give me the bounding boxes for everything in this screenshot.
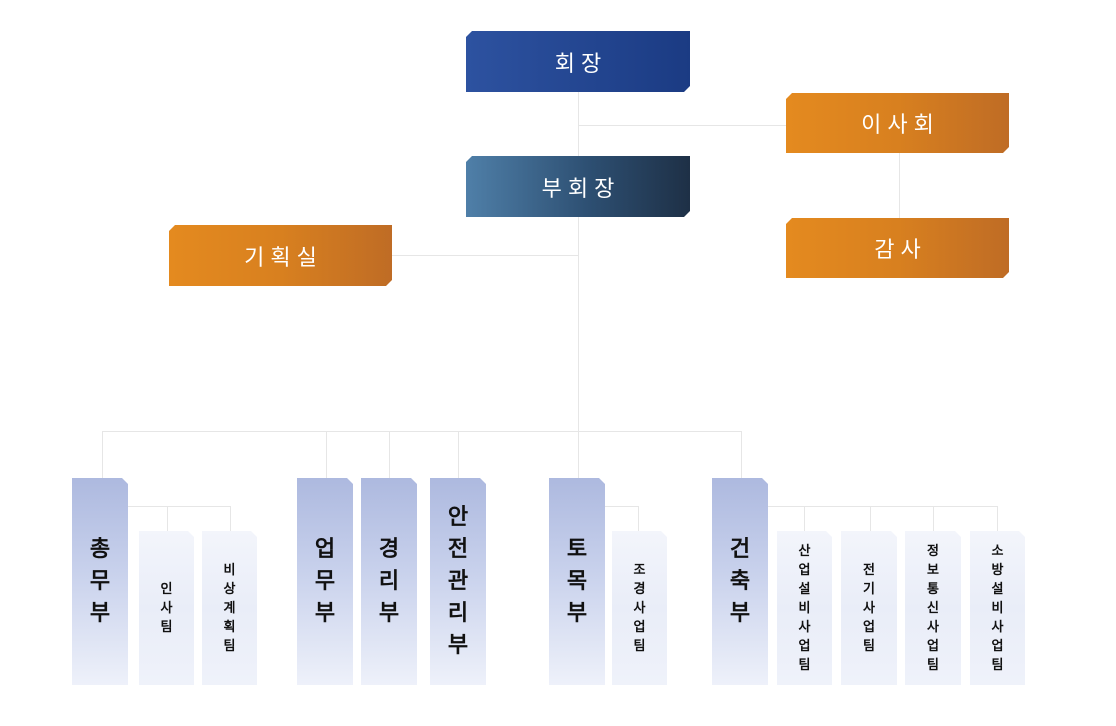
audit-box: 감사 (786, 218, 1009, 278)
connector-ict (933, 506, 934, 531)
dept-business-label: 업무부 (314, 536, 336, 626)
dept-civil-label: 토목부 (566, 536, 588, 626)
dept-architecture-label: 건축부 (729, 536, 751, 626)
team-ict: 정보통신사업팀 (905, 531, 961, 685)
connector-vice-down (578, 217, 579, 432)
chairman-label: 회장 (554, 51, 608, 77)
connector-fire (997, 506, 998, 531)
dept-general-affairs: 총무부 (72, 478, 128, 685)
team-hr: 인사팀 (139, 531, 194, 685)
connector-general-teams (128, 506, 231, 507)
connector-landscaping (638, 506, 639, 531)
connector-plant (804, 506, 805, 531)
planning-office-box: 기획실 (169, 225, 392, 286)
team-landscaping: 조경사업팀 (612, 531, 667, 685)
team-plant-facility-label: 산업설비사업팀 (798, 543, 811, 673)
dept-accounting: 경리부 (361, 478, 417, 685)
dept-safety-label: 안전관리부 (447, 504, 469, 658)
dept-business: 업무부 (297, 478, 353, 685)
team-emergency-planning-label: 비상계획팀 (223, 562, 236, 654)
vice-chairman-label: 부회장 (541, 176, 621, 202)
team-electrical-label: 전기사업팀 (863, 562, 875, 654)
connector-civil (578, 431, 579, 479)
dept-safety: 안전관리부 (430, 478, 486, 685)
connector-board (578, 125, 786, 126)
dept-general-affairs-label: 총무부 (89, 536, 111, 626)
connector-dept-bus (102, 431, 742, 432)
connector-board-audit (899, 153, 900, 218)
connector-chairman-vice (578, 92, 579, 156)
board-label: 이사회 (861, 113, 940, 138)
team-electrical: 전기사업팀 (841, 531, 897, 685)
board-box: 이사회 (786, 93, 1009, 153)
dept-accounting-label: 경리부 (378, 536, 400, 626)
connector-accounting (389, 431, 390, 479)
connector-business (326, 431, 327, 479)
connector-electrical (870, 506, 871, 531)
connector-planning (392, 255, 578, 256)
audit-label: 감사 (874, 238, 927, 263)
connector-architecture-teams (768, 506, 998, 507)
chairman-box: 회장 (466, 31, 690, 92)
team-fire-facility: 소방설비사업팀 (970, 531, 1025, 685)
connector-civil-teams (604, 506, 639, 507)
vice-chairman-box: 부회장 (466, 156, 690, 217)
dept-civil: 토목부 (549, 478, 605, 685)
team-landscaping-label: 조경사업팀 (633, 562, 646, 654)
team-hr-label: 인사팀 (160, 581, 173, 635)
team-ict-label: 정보통신사업팀 (927, 543, 939, 673)
connector-general (102, 431, 103, 479)
connector-safety (458, 431, 459, 479)
connector-hr (167, 506, 168, 531)
connector-architecture (741, 431, 742, 479)
team-plant-facility: 산업설비사업팀 (777, 531, 832, 685)
planning-office-label: 기획실 (244, 245, 323, 271)
dept-architecture: 건축부 (712, 478, 768, 685)
connector-emergency (230, 506, 231, 531)
team-emergency-planning: 비상계획팀 (202, 531, 257, 685)
team-fire-facility-label: 소방설비사업팀 (991, 543, 1004, 673)
